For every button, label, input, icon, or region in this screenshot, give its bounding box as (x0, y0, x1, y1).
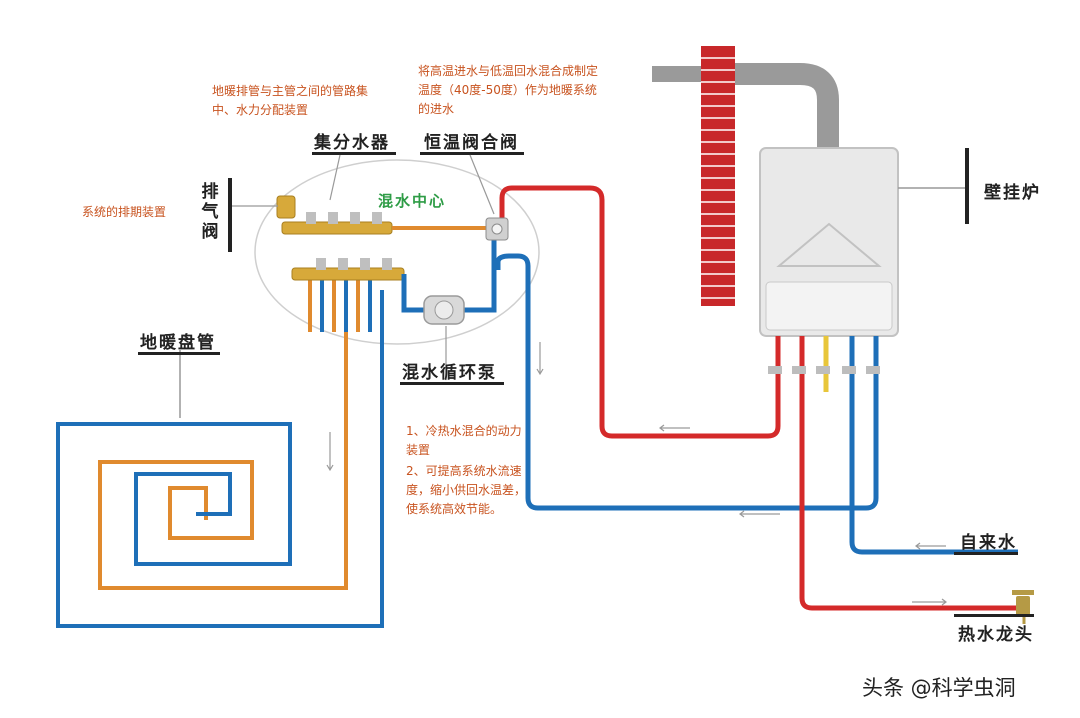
flow-arrows (326, 342, 947, 606)
manifold-outlets (308, 280, 372, 332)
boiler-connectors (768, 336, 880, 392)
manifold-note: 地暖排管与主管之间的管路集中、水力分配装置 (212, 84, 369, 117)
pump-label: 混水循环泵 (402, 363, 497, 383)
return-pipe (495, 253, 879, 511)
mixing-valve (485, 217, 509, 241)
pump-note-2: 2、可提高系统水流速度，缩小供回水温差，使系统高效节能。 (406, 464, 527, 516)
brick-wall (701, 46, 735, 306)
hot-tap-label: 热水龙头 (958, 625, 1034, 645)
watermark: 头条 @科学虫洞 (862, 676, 1016, 700)
mixing-valve-label: 恒温阀合阀 (424, 133, 519, 153)
floor-coil-label: 地暖盘管 (140, 333, 216, 353)
pump-note-1: 1、冷热水混合的动力装置 (406, 424, 522, 457)
circulation-pump (423, 295, 465, 325)
hot-supply-pipe (499, 185, 781, 439)
boiler-label: 壁挂炉 (984, 183, 1041, 203)
hot-water-pipe (799, 340, 1018, 611)
mixing-valve-note: 将高温进水与低温回水混合成制定温度（40度-50度）作为地暖系统的进水 (418, 64, 599, 116)
boiler-label-bar (965, 148, 969, 224)
floor-coil-return (56, 290, 384, 628)
leader-lines (138, 152, 1034, 617)
floor-coil-supply (98, 290, 348, 590)
mixing-center-label: 混水中心 (378, 192, 447, 210)
tap-water-pipe (849, 340, 1018, 555)
wall-boiler (759, 147, 899, 337)
tap-water-label: 自来水 (960, 533, 1017, 553)
exhaust-valve-label: 排气阀 (201, 182, 219, 242)
faucet-icon (1012, 590, 1034, 624)
flue-pipe (652, 63, 839, 150)
manifold (276, 195, 405, 281)
exhaust-valve-note: 系统的排期装置 (82, 205, 167, 219)
manifold-label: 集分水器 (314, 133, 390, 153)
mixing-center-outline (254, 159, 540, 345)
